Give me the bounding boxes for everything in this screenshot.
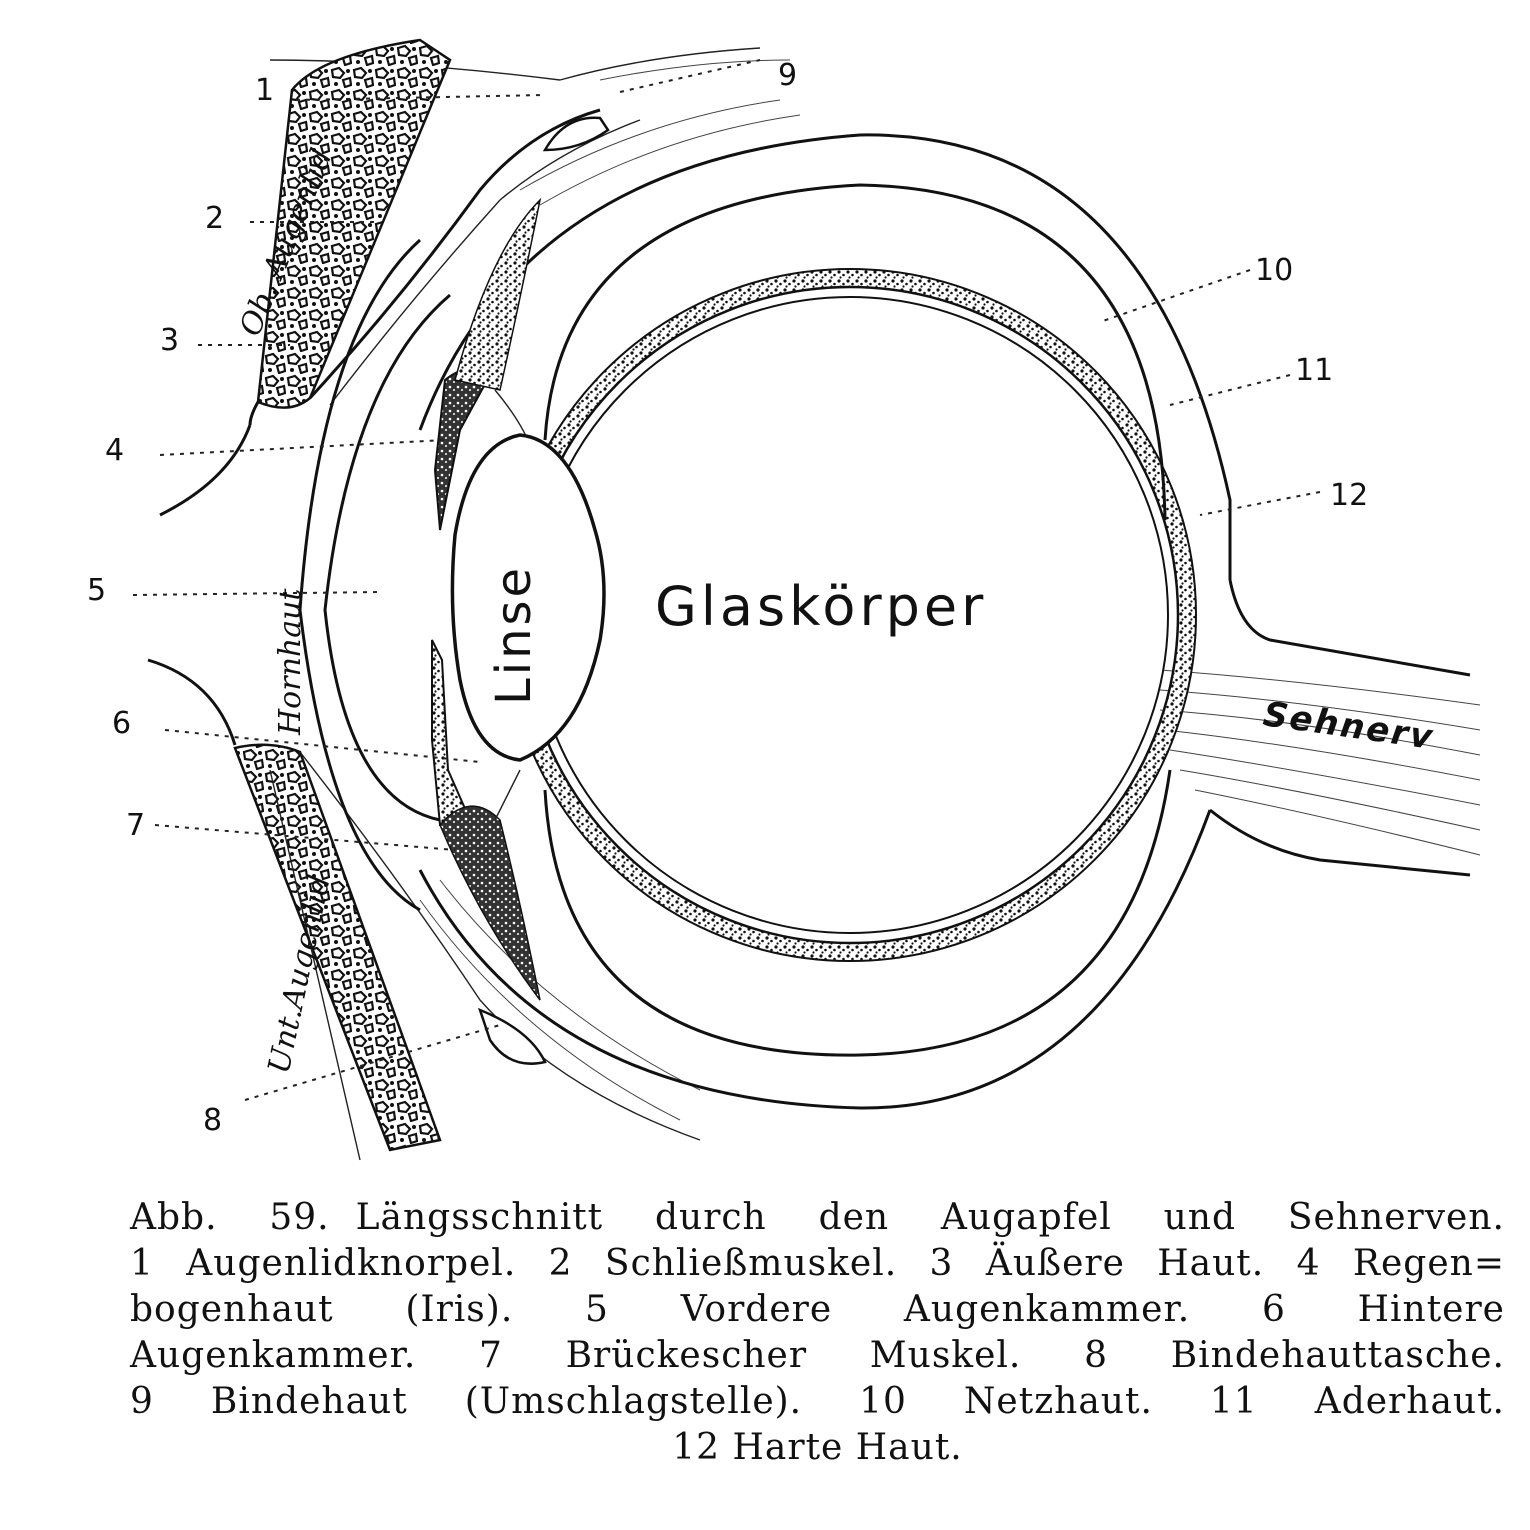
- label-9: 9: [778, 58, 797, 93]
- leader-9: [619, 59, 761, 93]
- leader-6: [164, 729, 481, 763]
- leader-1: [295, 94, 546, 101]
- optic-nerve: [1159, 579, 1481, 877]
- upper-conjunctival-fold: [542, 116, 610, 152]
- caption-legend-line-2: bogenhaut (Iris). 5 Vordere Augenkammer.…: [130, 1289, 1505, 1330]
- cornea: [298, 238, 451, 912]
- eye-cross-section-diagram: 1 2 3 4 5 6 7 8 9 10 11 12 Glaskörper Li…: [87, 38, 1481, 1161]
- label-6: 6: [112, 706, 131, 741]
- label-hornhaut: Hornhaut: [273, 588, 308, 736]
- label-12: 12: [1330, 478, 1368, 513]
- ciliary-upper: [454, 197, 542, 391]
- leader-lines: [132, 59, 1321, 1101]
- label-sehnerv: Sehnerv: [1261, 694, 1437, 758]
- label-11: 11: [1295, 353, 1333, 388]
- leader-8: [244, 1024, 501, 1101]
- leader-11: [1169, 374, 1291, 406]
- label-linse: Linse: [486, 565, 542, 705]
- label-10: 10: [1255, 253, 1293, 288]
- caption-legend-line-1: 1 Augenlidknorpel. 2 Schließmuskel. 3 Äu…: [130, 1243, 1505, 1284]
- ciliary-lower: [439, 805, 541, 1001]
- label-2: 2: [205, 201, 224, 236]
- leader-10: [1099, 269, 1251, 323]
- label-1: 1: [255, 73, 274, 108]
- lens: [450, 433, 606, 762]
- label-8: 8: [203, 1103, 222, 1138]
- number-labels: 1 2 3 4 5 6 7 8 9 10 11 12: [87, 58, 1368, 1138]
- iris-and-ciliary: [431, 197, 542, 1001]
- label-7: 7: [126, 808, 145, 843]
- leader-12: [1199, 491, 1321, 516]
- upper-eyelid-cartilage: [256, 38, 452, 409]
- label-5: 5: [87, 573, 106, 608]
- figure-caption: Abb. 59. Längsschnitt durch den Augapfel …: [130, 1195, 1505, 1471]
- label-4: 4: [105, 433, 124, 468]
- lower-eyelid-cartilage: [233, 743, 442, 1152]
- caption-legend-line-4: 9 Bindehaut (Umschlagstelle). 10 Netzhau…: [130, 1381, 1505, 1422]
- label-3: 3: [160, 323, 179, 358]
- leader-7: [154, 824, 456, 851]
- caption-legend-line-5: 12 Harte Haut.: [672, 1427, 963, 1468]
- label-glaskoerper: Glaskörper: [655, 575, 987, 638]
- caption-figure-number: Abb. 59.: [130, 1197, 330, 1238]
- caption-title: Längsschnitt durch den Augapfel und Sehn…: [355, 1197, 1505, 1238]
- upper-eyelid: [159, 38, 801, 517]
- caption-title-line: Abb. 59. Längsschnitt durch den Augapfel …: [130, 1195, 1505, 1241]
- caption-legend-line-3: Augenkammer. 7 Brückescher Muskel. 8 Bin…: [130, 1335, 1505, 1376]
- leader-4: [159, 439, 446, 456]
- leader-5: [132, 591, 381, 596]
- lower-conjunctival-fold: [477, 1007, 547, 1065]
